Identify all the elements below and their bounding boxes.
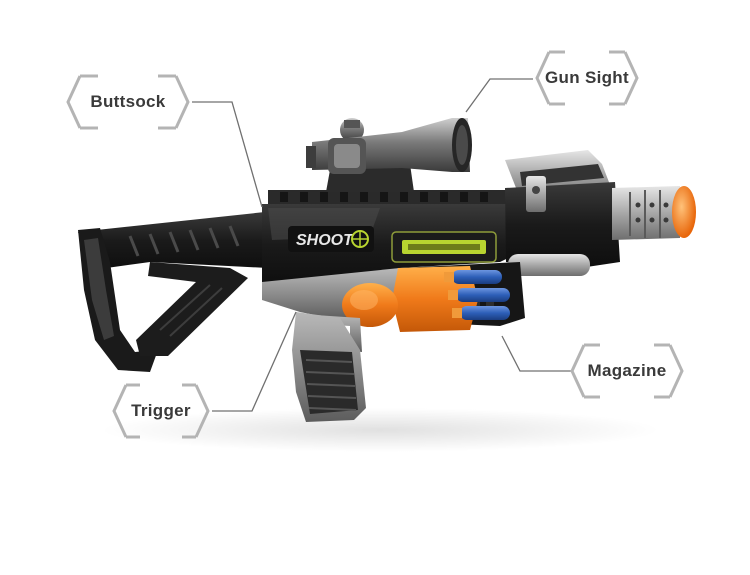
callout-magazine: Magazine [566,343,688,399]
decal-text: SHOOT [296,232,354,249]
leader-magazine [501,335,572,372]
leader-lines [192,78,572,412]
label-trigger: Trigger [131,401,191,420]
label-gun-sight: Gun Sight [545,68,629,87]
shoot-decal: SHOOT [288,226,374,252]
hexagon-frame-icon [570,343,684,399]
label-magazine: Magazine [587,361,667,380]
leader-sight [465,78,533,113]
callout-gun-sight: Gun Sight [531,50,643,106]
hexagon-frame-icon [112,383,210,439]
callout-trigger: Trigger [108,383,214,439]
grip [292,312,366,422]
scope [306,118,472,192]
stock [78,212,268,372]
hexagon-frame-icon [535,50,639,106]
callout-buttstock: Buttsock [62,74,194,130]
label-buttstock: Buttsock [90,92,166,111]
hexagon-frame-icon [66,74,190,130]
leader-buttstock [192,101,263,208]
leader-trigger [212,311,297,412]
magazine-drum [342,266,510,332]
